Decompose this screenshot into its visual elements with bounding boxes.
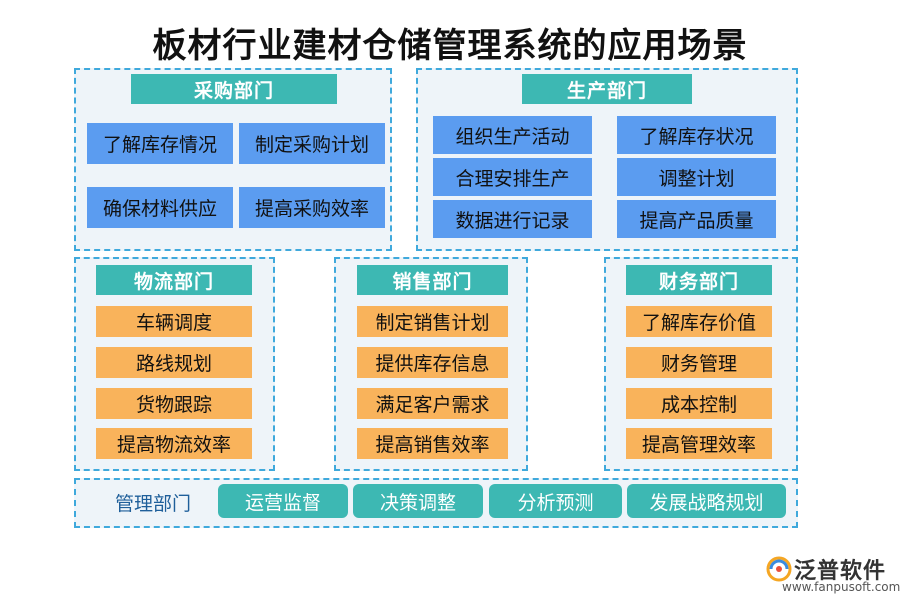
logo-name: 泛普软件 [794, 559, 887, 584]
management-item: 运营监督 [218, 484, 348, 518]
production-item: 合理安排生产 [433, 158, 592, 196]
production-item: 组织生产活动 [433, 116, 592, 154]
logistics-header: 物流部门 [96, 265, 252, 295]
sales-item: 制定销售计划 [357, 306, 508, 337]
purchasing-item: 了解库存情况 [87, 123, 233, 164]
sales-item: 提高销售效率 [357, 428, 508, 459]
purchasing-item: 提高采购效率 [239, 187, 385, 228]
finance-item: 提高管理效率 [626, 428, 772, 459]
production-item: 了解库存状况 [617, 116, 776, 154]
production-item: 调整计划 [617, 158, 776, 196]
purchasing-header: 采购部门 [131, 74, 337, 104]
finance-item: 成本控制 [626, 388, 772, 419]
production-header: 生产部门 [522, 74, 692, 104]
purchasing-item: 制定采购计划 [239, 123, 385, 164]
management-label: 管理部门 [114, 492, 191, 515]
finance-item: 财务管理 [626, 347, 772, 378]
page-title: 板材行业建材仓储管理系统的应用场景 [152, 26, 748, 66]
finance-header: 财务部门 [626, 265, 772, 295]
logistics-item: 提高物流效率 [96, 428, 252, 459]
sales-item: 满足客户需求 [357, 388, 508, 419]
purchasing-item: 确保材料供应 [87, 187, 233, 228]
logo-url: www.fanpusoft.com [782, 580, 900, 594]
logistics-item: 路线规划 [96, 347, 252, 378]
sales-header: 销售部门 [357, 265, 508, 295]
sales-item: 提供库存信息 [357, 347, 508, 378]
production-item: 提高产品质量 [617, 200, 776, 238]
management-item: 分析预测 [489, 484, 622, 518]
management-item: 发展战略规划 [627, 484, 786, 518]
management-item: 决策调整 [353, 484, 483, 518]
logistics-item: 货物跟踪 [96, 388, 252, 419]
finance-item: 了解库存价值 [626, 306, 772, 337]
production-item: 数据进行记录 [433, 200, 592, 238]
fanpu-logo-icon [766, 556, 792, 582]
fanpu-logo: 泛普软件 www.fanpusoft.com [760, 552, 900, 597]
logistics-item: 车辆调度 [96, 306, 252, 337]
